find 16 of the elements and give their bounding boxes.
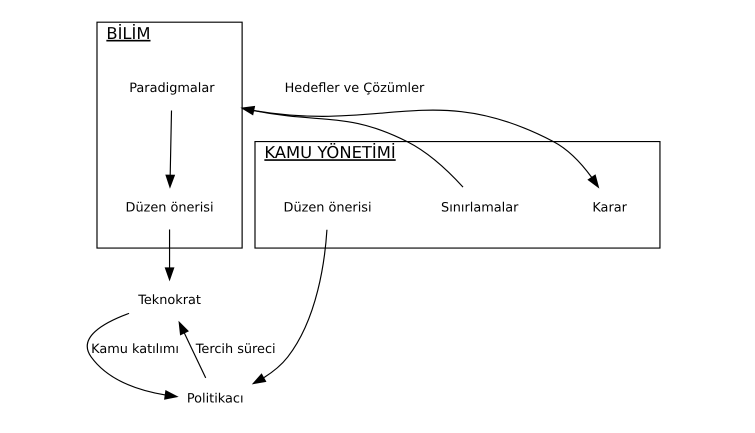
edge-label: Kamu katılımı [90,342,178,358]
arrow [178,320,206,378]
node-text: Teknokrat [138,293,200,308]
node-text: Düzen önerisi [283,200,372,216]
node-text: Paradigmalar [128,81,214,96]
edge-label: Tercih süreci [195,342,276,358]
node-text: Karar [592,200,626,216]
node-text: Politikacı [186,391,244,406]
arrow [164,229,174,282]
arrow [242,108,599,189]
node-text: Sınırlamalar [440,200,518,216]
arrow [164,110,175,189]
arrow [86,312,178,400]
label: Hedefler ve Çözümler [284,81,424,96]
arrow [251,230,328,384]
node-text: Düzen önerisi [125,200,214,216]
